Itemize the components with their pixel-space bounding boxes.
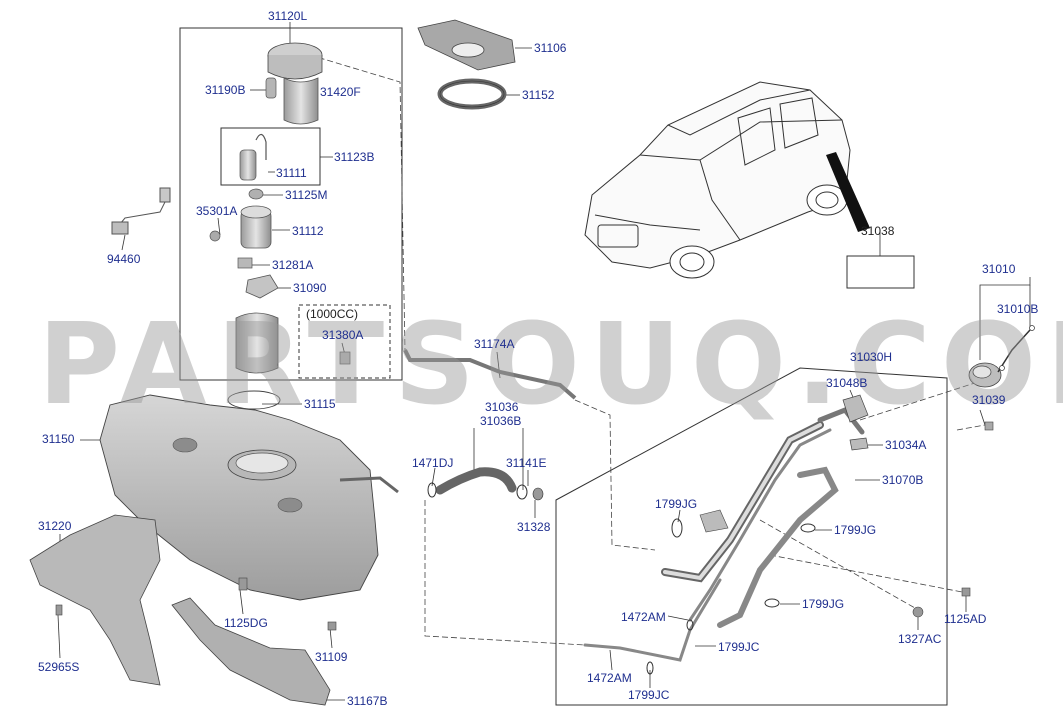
fuel-door-pointer	[826, 152, 870, 232]
part-label-31106[interactable]: 31106	[534, 41, 567, 55]
part-label-31120L[interactable]: 31120L	[268, 9, 308, 23]
sub-assembly-frame	[220, 127, 321, 186]
part-label-31125M[interactable]: 31125M	[285, 188, 328, 202]
part-label-1125AD[interactable]: 1125AD	[944, 612, 987, 626]
part-label-31036B[interactable]: 31036B	[480, 414, 522, 428]
part-label-31070B[interactable]: 31070B	[882, 473, 924, 487]
part-label-31167B[interactable]: 31167B	[347, 694, 388, 708]
part-label-31039[interactable]: 31039	[972, 393, 1006, 407]
filler-hose	[427, 467, 544, 501]
fuel-tank	[99, 390, 399, 601]
pump-assembly-frame	[179, 27, 403, 381]
part-label-31220[interactable]: 31220	[38, 519, 72, 533]
part-label-31150[interactable]: 31150	[42, 432, 75, 446]
part-label-52965S[interactable]: 52965S	[38, 660, 80, 674]
part-label-94460[interactable]: 94460	[107, 252, 141, 266]
fuel-cap	[968, 325, 1035, 431]
option-frame-1000cc	[298, 304, 391, 379]
part-label-31112[interactable]: 31112	[292, 224, 324, 238]
option-label-1000cc: (1000CC)	[306, 307, 359, 321]
part-label-31152[interactable]: 31152	[522, 88, 555, 102]
fuel-level-sender	[111, 187, 171, 235]
vehicle-silhouette	[584, 81, 851, 279]
part-label-31111[interactable]: 31111	[276, 166, 307, 180]
part-label-1471DJ[interactable]: 1471DJ	[412, 456, 454, 470]
filler-neck-frame	[555, 367, 948, 706]
part-label-31010B[interactable]: 31010B	[997, 302, 1039, 316]
part-label-31036[interactable]: 31036	[485, 400, 519, 414]
filler-small-parts	[646, 394, 869, 675]
part-label-31380A[interactable]: 31380A	[322, 328, 364, 342]
part-label-31123B[interactable]: 31123B	[334, 150, 375, 164]
heat-shield	[29, 514, 161, 686]
part-label-1799JC-a[interactable]: 1799JC	[718, 640, 760, 654]
part-label-1327AC[interactable]: 1327AC	[898, 632, 942, 646]
part-label-1799JG-a[interactable]: 1799JG	[655, 497, 698, 511]
part-label-31190B[interactable]: 31190B	[205, 83, 246, 97]
part-label-1472AM-a[interactable]: 1472AM	[621, 610, 666, 624]
part-label-31010[interactable]: 31010	[982, 262, 1016, 276]
part-label-31174A[interactable]: 31174A	[474, 337, 515, 351]
part-label-31328[interactable]: 31328	[517, 520, 551, 534]
part-label-35301A[interactable]: 35301A	[196, 204, 238, 218]
part-label-31034A[interactable]: 31034A	[885, 438, 927, 452]
part-label-31109[interactable]: 31109	[315, 650, 348, 664]
tank-strap	[171, 597, 331, 706]
top-plate-and-lock-ring	[417, 19, 516, 110]
part-label-31141E[interactable]: 31141E	[506, 456, 547, 470]
part-label-1799JG-c[interactable]: 1799JG	[802, 597, 845, 611]
label-plate-31038	[846, 255, 915, 289]
fuel-pump-module	[209, 42, 351, 374]
part-label-31115[interactable]: 31115	[304, 397, 336, 411]
part-label-31048B[interactable]: 31048B	[826, 376, 868, 390]
part-label-31030H[interactable]: 31030H	[850, 350, 893, 364]
vapor-pipe	[403, 349, 577, 400]
filler-neck-pipe	[583, 406, 865, 662]
part-label-31420F[interactable]: 31420F	[320, 85, 361, 99]
part-label-31038[interactable]: 31038	[861, 224, 895, 238]
part-label-31090[interactable]: 31090	[293, 281, 327, 295]
part-label-1799JG-b[interactable]: 1799JG	[834, 523, 877, 537]
part-label-1799JC-b[interactable]: 1799JC	[628, 688, 670, 702]
part-label-1472AM-b[interactable]: 1472AM	[587, 671, 632, 685]
fasteners	[55, 577, 971, 631]
part-label-1125DG[interactable]: 1125DG	[224, 616, 268, 630]
part-label-31281A[interactable]: 31281A	[272, 258, 314, 272]
